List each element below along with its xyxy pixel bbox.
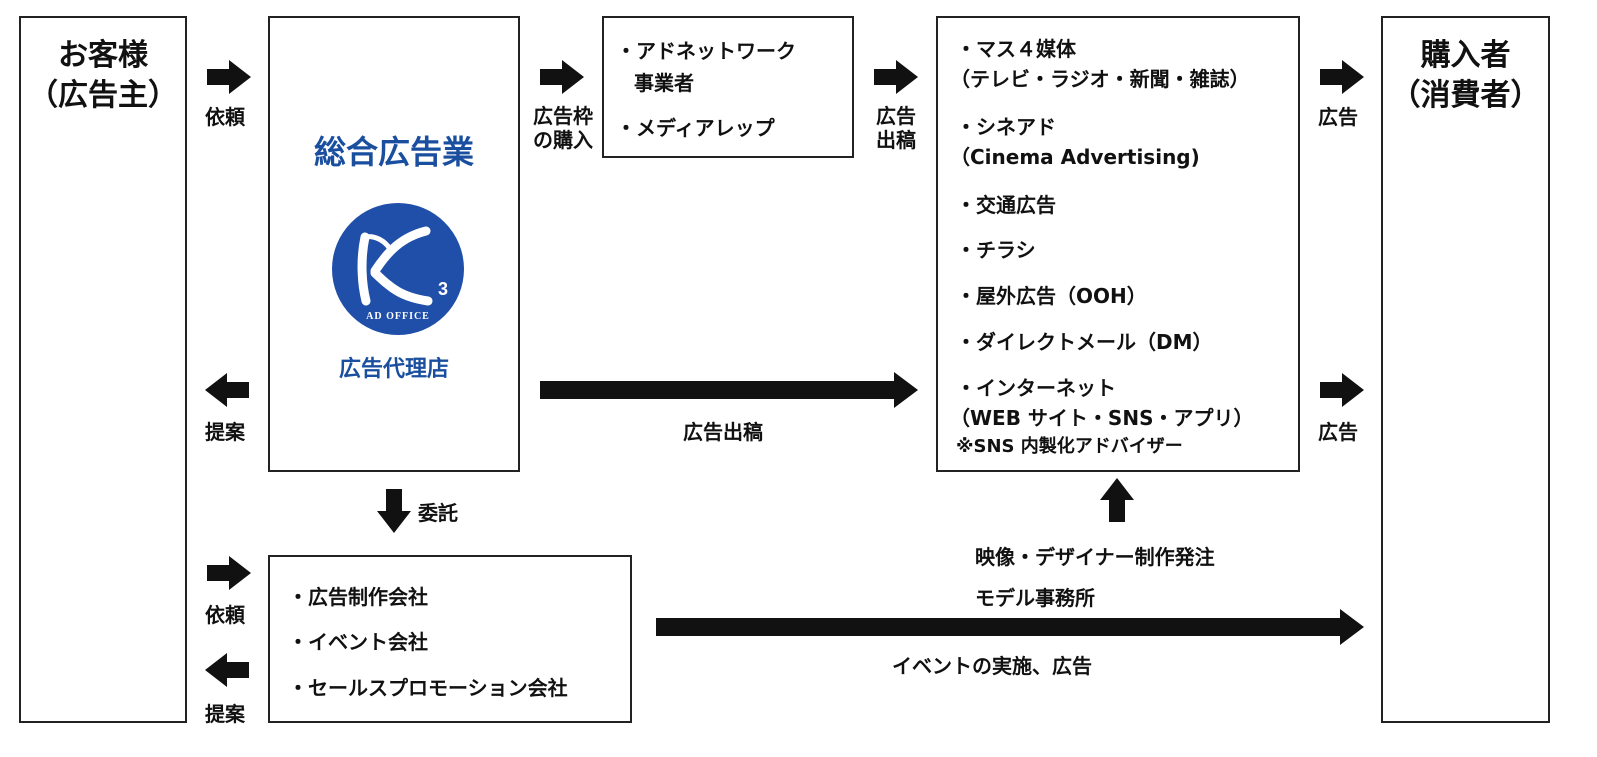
adnetwork-item-2: 事業者 bbox=[634, 71, 694, 95]
label-buy-slot-line2: の購入 bbox=[533, 128, 593, 152]
media-item-cinead-detail: （Cinema Advertising) bbox=[950, 145, 1200, 169]
adnetwork-item-1: ・アドネットワーク bbox=[616, 39, 796, 63]
label-request-bottom: 依頼 bbox=[205, 603, 245, 627]
adnetwork-item-3: ・メディアレップ bbox=[616, 116, 775, 140]
label-event-ad: イベントの実施、広告 bbox=[892, 654, 1092, 678]
partners-item-production: ・広告制作会社 bbox=[288, 585, 428, 609]
media-item-dm: ・ダイレクトメール（DM） bbox=[956, 330, 1213, 354]
label-proposal-top: 提案 bbox=[205, 420, 245, 444]
partners-item-salespromo: ・セールスプロモーション会社 bbox=[288, 676, 568, 700]
label-model-agency: モデル事務所 bbox=[975, 586, 1095, 610]
media-item-internet-detail: （WEB サイト・SNS・アプリ） bbox=[950, 406, 1254, 430]
media-item-mass4-detail: （テレビ・ラジオ・新聞・雑誌） bbox=[950, 67, 1250, 91]
partners-item-event: ・イベント会社 bbox=[288, 630, 428, 654]
customer-title: お客様 （広告主） bbox=[21, 36, 185, 116]
media-item-cinead: ・シネアド bbox=[956, 115, 1056, 139]
arrow-left-icon bbox=[205, 373, 249, 407]
label-consign: 委託 bbox=[418, 501, 458, 525]
arrow-up-icon bbox=[1100, 478, 1134, 522]
buyer-title-line1: 購入者 bbox=[1420, 38, 1511, 73]
media-box: ・マス４媒体 （テレビ・ラジオ・新聞・雑誌） ・シネアド （Cinema Adv… bbox=[936, 16, 1300, 472]
arrow-right-icon bbox=[207, 556, 251, 590]
media-item-sns-advisor: ※SNS 内製化アドバイザー bbox=[956, 436, 1183, 457]
label-request-top: 依頼 bbox=[205, 105, 245, 129]
label-buy-slot: 広告枠 の購入 bbox=[525, 104, 601, 152]
label-ad-mid: 広告 bbox=[1318, 420, 1358, 444]
media-item-flyer: ・チラシ bbox=[956, 238, 1036, 262]
customer-box: お客様 （広告主） bbox=[19, 16, 187, 723]
customer-title-line2: （広告主） bbox=[28, 78, 178, 113]
label-video-order: 映像・デザイナー制作発注 bbox=[975, 545, 1215, 569]
buyer-box: 購入者 （消費者） bbox=[1381, 16, 1550, 723]
label-ad-top: 広告 bbox=[1318, 105, 1358, 129]
arrow-right-icon bbox=[874, 60, 918, 94]
arrow-down-icon bbox=[377, 489, 411, 533]
label-placement-line1: 広告 bbox=[876, 104, 916, 128]
media-item-transit: ・交通広告 bbox=[956, 193, 1056, 217]
logo-text: AD OFFICE bbox=[366, 311, 430, 322]
arrow-right-icon bbox=[207, 60, 251, 94]
adnetwork-box: ・アドネットワーク 事業者 ・メディアレップ bbox=[602, 16, 854, 158]
svg-text:3: 3 bbox=[438, 279, 448, 299]
agency-box: 総合広告業 3 AD OFFICE 広告代理店 bbox=[268, 16, 520, 472]
label-placement-direct: 広告出稿 bbox=[683, 420, 763, 444]
agency-subtitle: 広告代理店 bbox=[338, 357, 449, 382]
customer-title-line1: お客様 bbox=[58, 38, 148, 73]
label-buy-slot-line1: 広告枠 bbox=[533, 104, 593, 128]
partners-box: ・広告制作会社 ・イベント会社 ・セールスプロモーション会社 bbox=[268, 555, 632, 723]
label-placement-line2: 出稿 bbox=[876, 128, 916, 152]
buyer-title-line2: （消費者） bbox=[1390, 78, 1541, 113]
long-arrow-right-icon bbox=[540, 372, 918, 408]
label-placement: 広告 出稿 bbox=[866, 104, 926, 152]
long-arrow-right-icon bbox=[656, 609, 1364, 645]
k3-logo-icon: 3 AD OFFICE bbox=[332, 203, 464, 335]
arrow-right-icon bbox=[1320, 373, 1364, 407]
media-item-ooh: ・屋外広告（OOH） bbox=[956, 284, 1147, 308]
label-proposal-bottom: 提案 bbox=[205, 702, 245, 726]
media-item-internet: ・インターネット bbox=[956, 376, 1116, 400]
agency-title: 総合広告業 bbox=[313, 133, 474, 171]
buyer-title: 購入者 （消費者） bbox=[1383, 36, 1548, 116]
media-item-mass4: ・マス４媒体 bbox=[956, 37, 1076, 61]
arrow-right-icon bbox=[540, 60, 584, 94]
arrow-left-icon bbox=[205, 653, 249, 687]
arrow-right-icon bbox=[1320, 60, 1364, 94]
